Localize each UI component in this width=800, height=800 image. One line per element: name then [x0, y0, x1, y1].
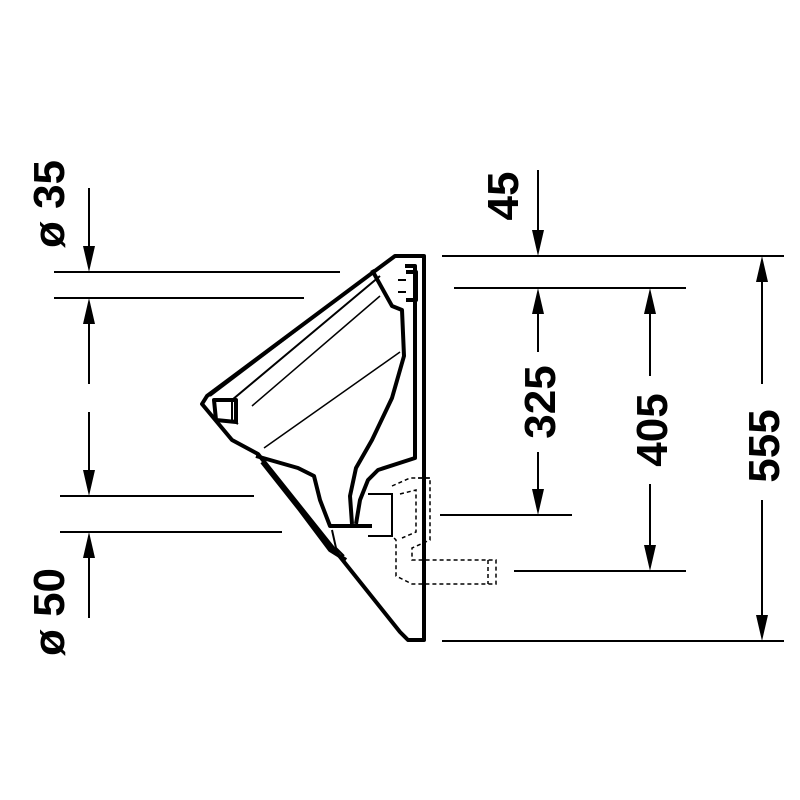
overall-height-dimension: 555 — [740, 256, 789, 641]
drain-body — [391, 477, 497, 585]
urinal-lower-inner — [331, 529, 345, 557]
drain-fitting — [368, 470, 497, 585]
outlet-arrow-down — [83, 470, 95, 496]
inlet-diameter-dimension: ø 35 — [25, 160, 340, 384]
urinal-inlet-cap — [398, 279, 406, 293]
inlet-drain-arrow-up — [644, 288, 656, 314]
urinal-trap — [255, 454, 372, 528]
urinal-outline — [200, 254, 426, 642]
top-offset-dimension: 45 — [479, 170, 544, 314]
overall-height-arrow-up — [756, 256, 768, 282]
urinal-rim-top — [209, 269, 377, 397]
urinal-bowl-curve — [348, 269, 406, 525]
overall-height-label: 555 — [740, 409, 789, 482]
outlet-arrow-up — [83, 532, 95, 558]
top-offset-arrow-down — [532, 230, 544, 256]
reference-lines — [440, 255, 784, 642]
inlet-to-outlet-label: 325 — [516, 365, 565, 438]
urinal-inner-line-1 — [251, 295, 381, 407]
inlet-arrow-up — [83, 298, 95, 324]
drain-center-mark — [418, 470, 430, 486]
inlet-to-drain-dimension: 405 — [628, 288, 677, 571]
urinal-lower-front — [260, 460, 348, 562]
outlet-diameter-label: ø 50 — [25, 568, 74, 656]
urinal-outer-shell — [200, 254, 426, 642]
drain-inner — [399, 489, 417, 539]
top-offset-label: 45 — [479, 172, 528, 221]
drain-flange — [368, 493, 393, 537]
inlet-to-outlet-dimension: 325 — [516, 312, 565, 515]
urinal-inner-line-2 — [263, 351, 401, 449]
urinal-rim-lip — [212, 398, 238, 424]
outlet-diameter-dimension: ø 50 — [25, 412, 282, 656]
inlet-to-drain-label: 405 — [628, 393, 677, 466]
urinal-inlet-stub — [406, 270, 418, 302]
top-offset-arrow-up — [532, 288, 544, 314]
inlet-arrow-down — [83, 246, 95, 272]
inlet-diameter-label: ø 35 — [25, 160, 74, 248]
inlet-drain-arrow-down — [644, 545, 656, 571]
overall-height-arrow-down — [756, 615, 768, 641]
inlet-outlet-arrow-down — [532, 489, 544, 515]
urinal-back-wall — [354, 264, 417, 525]
